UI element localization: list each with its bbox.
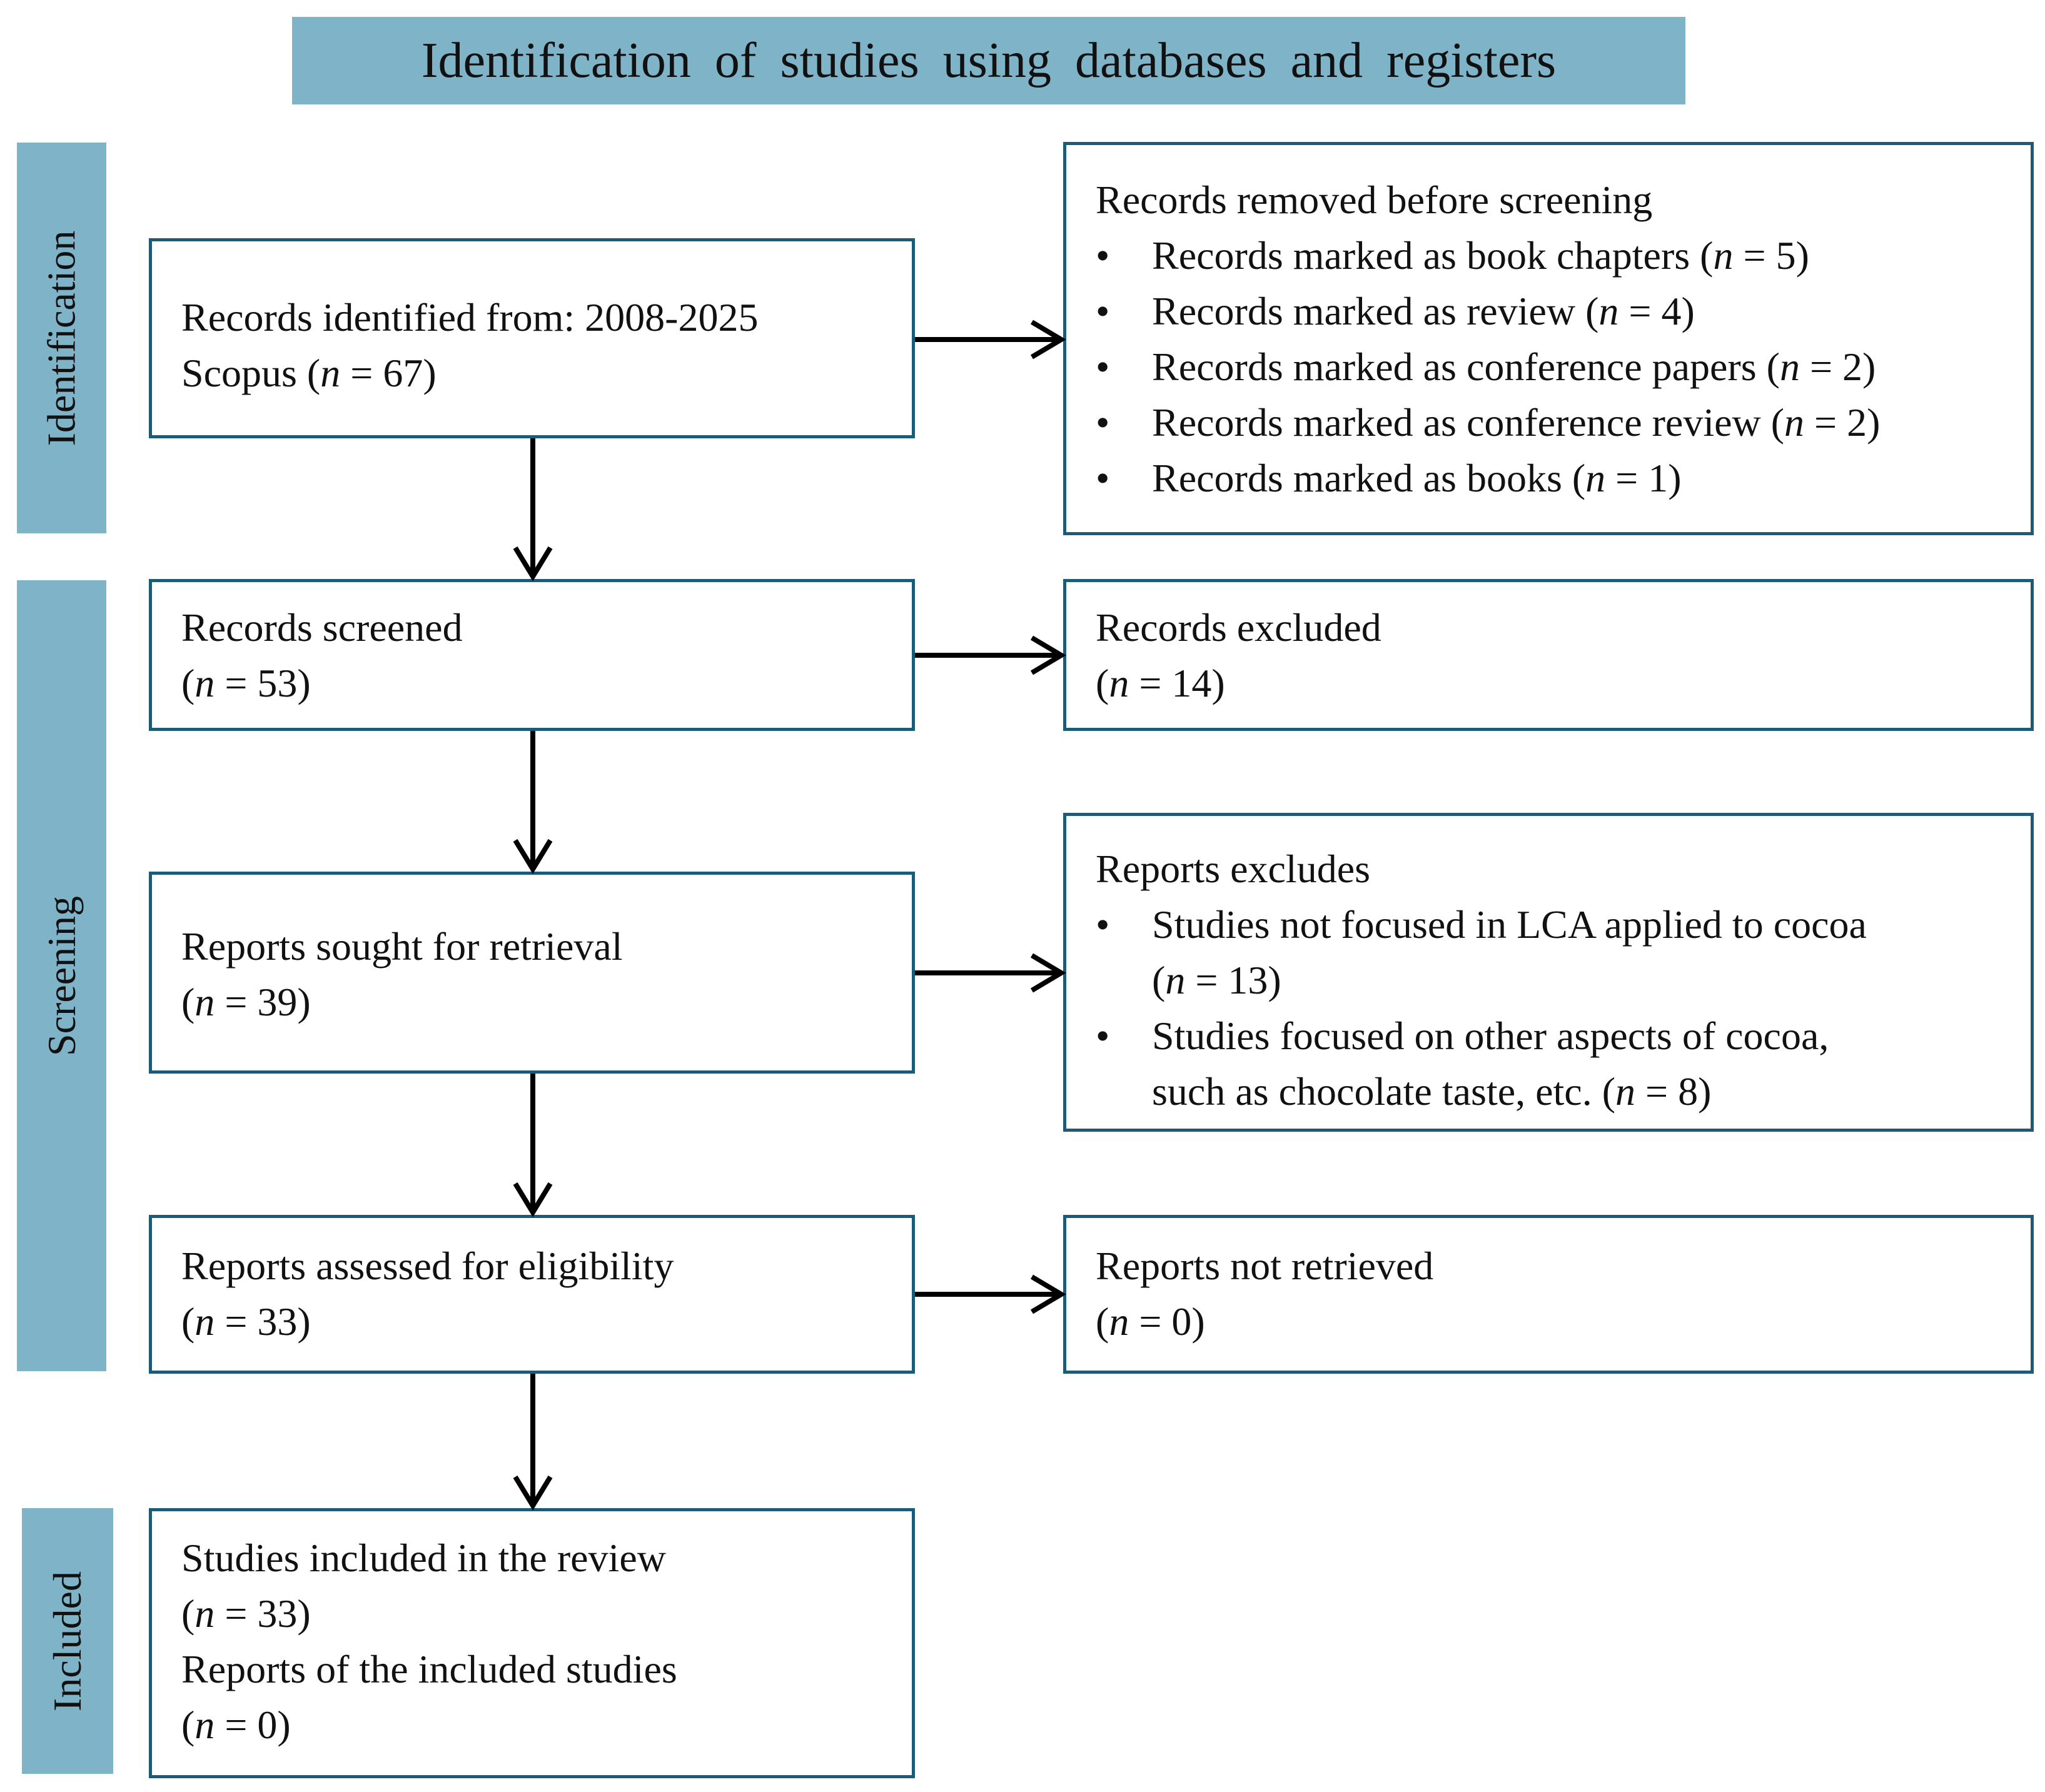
records-removed-item: •Records marked as conference review (n … <box>1096 400 1881 445</box>
records-identified-count: Scopus (n = 67) <box>181 351 437 395</box>
reports-excludes-item: •Studies focused on other aspects of coc… <box>1096 1014 1829 1114</box>
reports-excludes-box: Reports excludes •Studies not focused in… <box>1063 813 2034 1132</box>
reports-not-retrieved-count: (n = 0) <box>1096 1299 1205 1344</box>
records-screened-count: (n = 53) <box>181 661 311 705</box>
records-identified-box: Records identified from: 2008-2025 Scopu… <box>149 238 915 438</box>
diagram-header: Identification of studies using database… <box>292 17 1685 104</box>
records-removed-item: •Records marked as book chapters (n = 5) <box>1096 233 1809 278</box>
records-removed-item: •Records marked as review (n = 4) <box>1096 289 1695 333</box>
header-title: Identification of studies using database… <box>421 33 1557 88</box>
reports-sought-box: Reports sought for retrieval (n = 39) <box>149 872 915 1074</box>
arrow-screened-to-sought <box>513 731 553 874</box>
records-excluded-box: Records excluded (n = 14) <box>1063 579 2034 731</box>
arrow-identified-to-removed <box>915 320 1066 360</box>
reports-assessed-count: (n = 33) <box>181 1299 311 1344</box>
studies-included-line1: Studies included in the review <box>181 1536 666 1580</box>
records-removed-item: •Records marked as conference papers (n … <box>1096 345 1876 389</box>
arrow-screened-to-excluded <box>915 635 1066 675</box>
reports-excludes-title: Reports excludes <box>1096 847 1370 891</box>
studies-included-count: (n = 33) <box>181 1591 311 1636</box>
phase-identification-bar: Identification <box>17 143 106 533</box>
records-removed-list: •Records marked as book chapters (n = 5)… <box>1096 228 2018 506</box>
arrow-identified-to-screened <box>513 438 553 581</box>
reports-sought-title: Reports sought for retrieval <box>181 924 623 969</box>
records-screened-title: Records screened <box>181 605 463 650</box>
reports-of-included-count: (n = 0) <box>181 1703 291 1747</box>
phase-screening-bar: Screening <box>17 580 106 1371</box>
records-identified-line1: Records identified from: 2008-2025 <box>181 295 759 340</box>
reports-assessed-title: Reports assessed for eligibility <box>181 1244 674 1288</box>
reports-excludes-list: •Studies not focused in LCA applied to c… <box>1096 897 2018 1119</box>
records-removed-box: Records removed before screening •Record… <box>1063 142 2034 535</box>
reports-not-retrieved-box: Reports not retrieved (n = 0) <box>1063 1215 2034 1374</box>
reports-not-retrieved-title: Reports not retrieved <box>1096 1244 1434 1288</box>
reports-sought-count: (n = 39) <box>181 980 311 1024</box>
phase-included-bar: Included <box>22 1508 113 1774</box>
records-excluded-count: (n = 14) <box>1096 661 1225 705</box>
records-removed-item: •Records marked as books (n = 1) <box>1096 456 1682 500</box>
arrow-assessed-to-not-retrieved <box>915 1274 1066 1314</box>
reports-excludes-item: •Studies not focused in LCA applied to c… <box>1096 902 1867 1002</box>
arrow-assessed-to-included <box>513 1374 553 1511</box>
records-excluded-title: Records excluded <box>1096 605 1381 650</box>
arrow-sought-to-excludes <box>915 953 1066 993</box>
records-removed-title: Records removed before screening <box>1096 178 1653 222</box>
reports-of-included-studies: Reports of the included studies <box>181 1647 677 1691</box>
records-screened-box: Records screened (n = 53) <box>149 579 915 731</box>
studies-included-box: Studies included in the review (n = 33) … <box>149 1508 915 1778</box>
arrow-sought-to-assessed <box>513 1074 553 1217</box>
reports-assessed-box: Reports assessed for eligibility (n = 33… <box>149 1215 915 1374</box>
